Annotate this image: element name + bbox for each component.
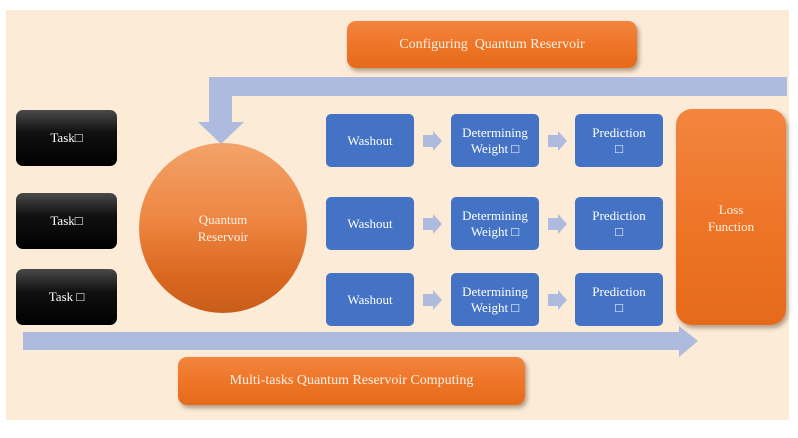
reservoir-label-line1: Quantum xyxy=(198,212,248,227)
weight-label-line2: Weight □ xyxy=(470,223,520,239)
weight-label-line2: Weight □ xyxy=(470,299,520,315)
task-box-3: Task □ xyxy=(16,269,117,325)
row2-arrow-2-icon xyxy=(548,214,567,234)
prediction-box: Prediction□ xyxy=(575,114,663,167)
loss-label-line1: Loss xyxy=(718,202,744,217)
feedback-arrow-horizontal xyxy=(209,77,787,96)
loss-function-box: Loss Function xyxy=(676,109,786,325)
prediction-label-line2: □ xyxy=(615,140,623,156)
task-box-2: Task□ xyxy=(16,193,117,249)
prediction-label-line2: □ xyxy=(615,223,623,239)
washout-label: Washout xyxy=(347,291,393,307)
weight-label-line2: Weight □ xyxy=(470,140,520,156)
prediction-box: Prediction□ xyxy=(575,197,663,250)
task-label: Task □ xyxy=(48,289,85,304)
bottom-arrow-bar xyxy=(23,332,680,350)
prediction-box: Prediction□ xyxy=(575,273,663,326)
quantum-reservoir-node: Quantum Reservoir xyxy=(139,143,307,313)
prediction-label-line1: Prediction xyxy=(592,124,646,140)
row2-arrow-1-icon xyxy=(423,214,442,234)
task-box-1: Task□ xyxy=(16,110,117,166)
task-label: Task□ xyxy=(50,130,83,145)
prediction-label-line1: Prediction xyxy=(592,207,646,223)
multi-task-qrc-box: Multi-tasks Quantum Reservoir Computing xyxy=(178,357,525,405)
washout-box: Washout xyxy=(326,273,414,326)
washout-box: Washout xyxy=(326,114,414,167)
row1-arrow-2-icon xyxy=(548,131,567,151)
feedback-arrowhead-icon xyxy=(198,122,244,144)
bottom-arrowhead-icon xyxy=(679,326,698,357)
weight-label-line1: Determining xyxy=(462,207,528,223)
washout-label: Washout xyxy=(347,215,393,231)
weight-label-line1: Determining xyxy=(462,124,528,140)
prediction-label-line2: □ xyxy=(615,299,623,315)
task-label: Task□ xyxy=(50,213,83,228)
multi-task-qrc-label: Multi-tasks Quantum Reservoir Computing xyxy=(229,373,474,388)
loss-label-line2: Function xyxy=(707,219,755,234)
configuring-reservoir-box: Configuring Quantum Reservoir xyxy=(347,21,637,68)
washout-box: Washout xyxy=(326,197,414,250)
feedback-arrow-vertical xyxy=(209,77,232,123)
row3-arrow-1-icon xyxy=(423,290,442,310)
prediction-label-line1: Prediction xyxy=(592,283,646,299)
reservoir-label-line2: Reservoir xyxy=(197,229,249,244)
weight-label-line1: Determining xyxy=(462,283,528,299)
configuring-reservoir-label: Configuring Quantum Reservoir xyxy=(399,36,585,52)
row1-arrow-1-icon xyxy=(423,131,442,151)
row3-arrow-2-icon xyxy=(548,290,567,310)
washout-label: Washout xyxy=(347,132,393,148)
